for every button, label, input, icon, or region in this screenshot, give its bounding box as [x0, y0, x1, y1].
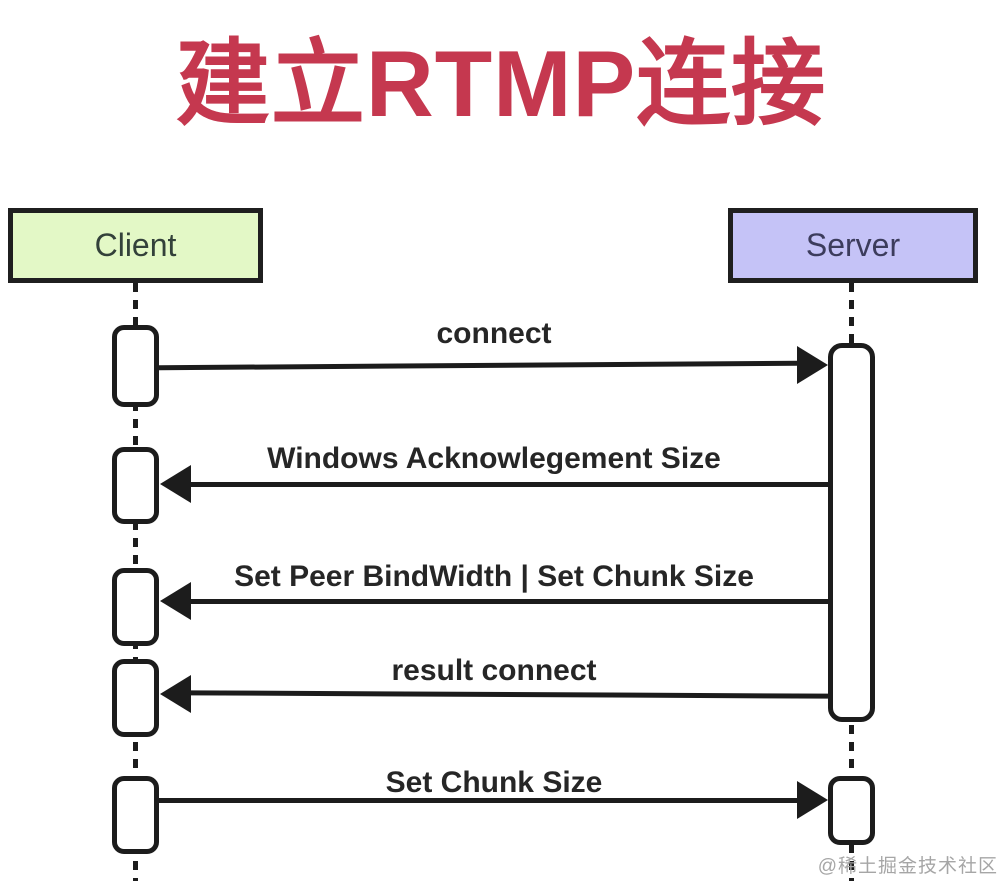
client-activation-5	[112, 776, 159, 854]
message-label-connect: connect	[436, 317, 552, 350]
client-activation-4	[112, 659, 159, 737]
message-label-set-peer-bindwidth: Set Peer BindWidth | Set Chunk Size	[234, 560, 754, 593]
message-label-window-ack-size: Windows Acknowlegement Size	[267, 442, 721, 475]
arrowhead-left-icon	[160, 675, 191, 713]
community-watermark: @稀土掘金技术社区	[817, 856, 998, 877]
diagram-title: 建立RTMP连接	[175, 31, 827, 136]
arrowhead-right-icon	[797, 346, 828, 384]
message-label-set-chunk-size: Set Chunk Size	[385, 766, 603, 799]
message-line-connect	[158, 360, 799, 371]
server-activation-long	[828, 343, 875, 722]
client-actor-label: Client	[94, 227, 177, 263]
message-line-set-chunk-size	[159, 798, 798, 803]
client-activation-1	[112, 325, 159, 407]
client-actor-box: Client	[8, 208, 263, 283]
message-line-set-peer-bindwidth	[190, 599, 828, 604]
message-line-window-ack-size	[190, 482, 828, 487]
message-label-result-connect: result connect	[391, 654, 597, 687]
arrowhead-right-icon	[797, 781, 828, 819]
message-line-result-connect	[189, 690, 829, 699]
client-activation-3	[112, 568, 159, 646]
server-actor-box: Server	[728, 208, 978, 283]
arrowhead-left-icon	[160, 582, 191, 620]
server-activation-2	[828, 776, 875, 845]
server-actor-label: Server	[805, 227, 901, 263]
client-activation-2	[112, 447, 159, 524]
arrowhead-left-icon	[160, 465, 191, 503]
